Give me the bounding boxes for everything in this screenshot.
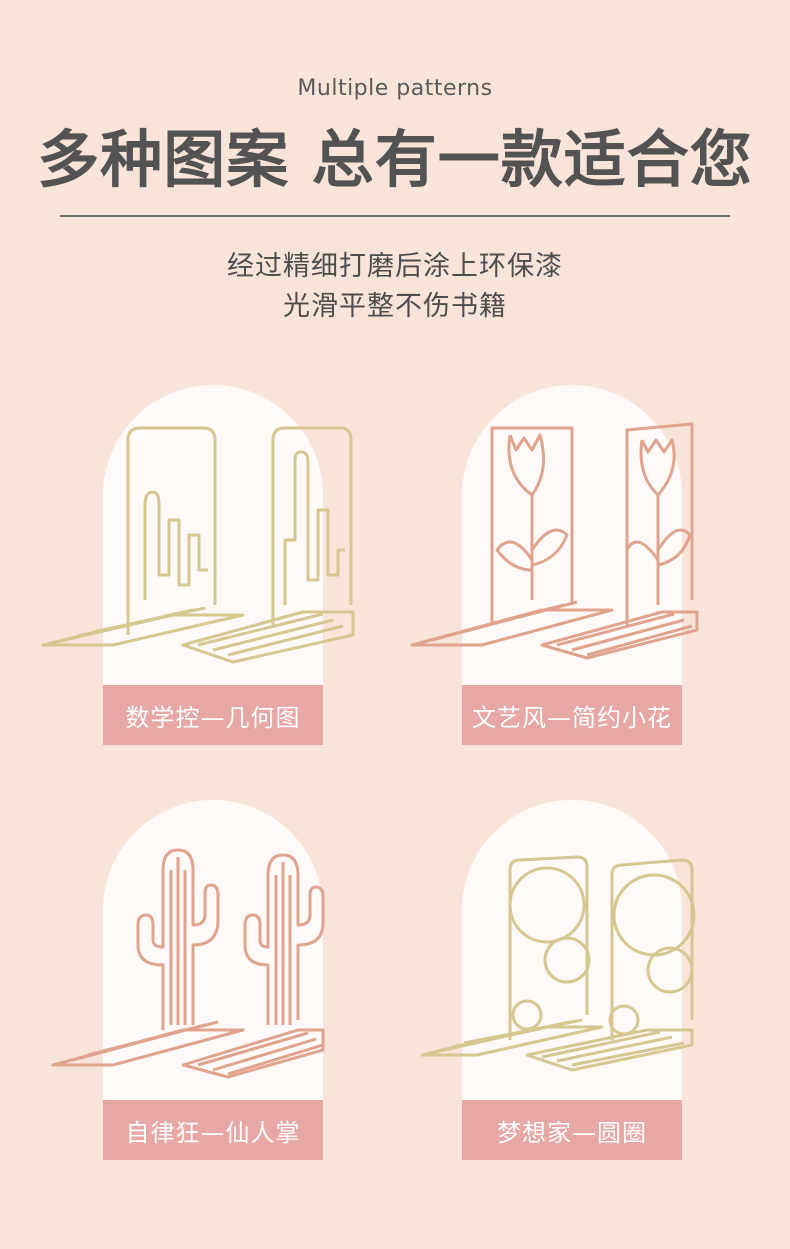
geometric-bookend-icon — [41, 426, 355, 664]
page-title: 多种图案 总有一款适合您 — [37, 123, 753, 196]
subtitle-en: Multiple patterns — [297, 76, 493, 101]
product-card-geometric[interactable]: 数学控—几何图 — [41, 385, 355, 745]
description-line-2: 光滑平整不伤书籍 — [283, 291, 507, 322]
cactus-bookend-icon — [51, 848, 325, 1079]
product-label: 文艺风—简约小花 — [462, 685, 682, 745]
tulip-bookend-icon — [410, 422, 699, 660]
product-card-cactus[interactable]: 自律狂—仙人掌 — [51, 800, 325, 1160]
product-label: 自律狂—仙人掌 — [103, 1100, 323, 1160]
description-line-1: 经过精细打磨后涂上环保漆 — [227, 251, 563, 282]
product-card-tulip[interactable]: 文艺风—简约小花 — [410, 385, 699, 745]
divider — [60, 215, 730, 217]
product-label: 梦想家—圆圈 — [462, 1100, 682, 1160]
product-card-circles[interactable]: 梦想家—圆圈 — [420, 800, 696, 1160]
circles-bookend-icon — [420, 855, 696, 1072]
product-label: 数学控—几何图 — [103, 685, 323, 745]
